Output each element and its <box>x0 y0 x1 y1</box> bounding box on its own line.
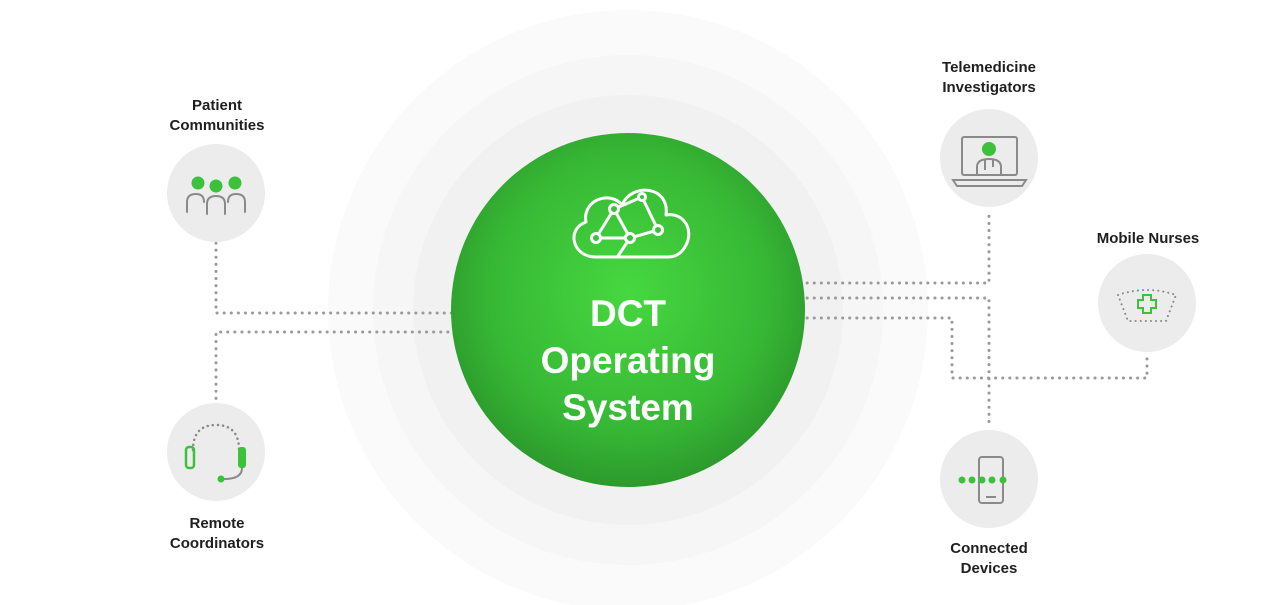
node-circle-patient-communities <box>167 144 265 242</box>
center-circle <box>451 133 805 487</box>
center-title-line1: DCT <box>589 293 667 334</box>
connector-connected-devices <box>798 296 991 430</box>
label-mobile-nurses-line1: Mobile Nurses <box>1096 230 1200 247</box>
smartphone-icon <box>958 456 1007 504</box>
label-remote-coordinators-line1: Remote <box>189 515 245 532</box>
connector-mobile-nurses <box>798 316 1149 380</box>
label-patient-communities-line1: Patient <box>191 97 242 114</box>
connector-telemedicine <box>798 208 991 285</box>
center-title-line3: System <box>562 387 694 428</box>
label-remote-coordinators: Remote Coordinators <box>117 514 317 554</box>
label-telemedicine-investigators: Telemedicine Investigators <box>889 58 1089 98</box>
node-circle-mobile-nurses <box>1098 254 1196 352</box>
connector-patient-communities <box>214 241 457 315</box>
label-mobile-nurses: Mobile Nurses <box>1048 229 1248 249</box>
connectors <box>214 208 1149 430</box>
connector-remote-coordinators <box>214 330 457 402</box>
label-telemedicine-line1: Telemedicine <box>942 59 1036 76</box>
label-patient-communities: Patient Communities <box>117 96 317 136</box>
label-remote-coordinators-line2: Coordinators <box>169 535 265 552</box>
cloud-network-icon <box>572 188 691 259</box>
laptop-doctor-icon <box>951 136 1028 187</box>
label-patient-communities-line2: Communities <box>169 117 265 134</box>
label-connected-devices-line2: Devices <box>960 560 1018 577</box>
headset-icon <box>184 423 246 483</box>
nurse-cap-icon <box>1116 289 1178 322</box>
label-telemedicine-line2: Investigators <box>942 79 1036 96</box>
center-title: DCT Operating System <box>453 290 803 431</box>
center-title-line2: Operating <box>540 340 716 381</box>
people-group-icon <box>186 176 246 215</box>
label-connected-devices: Connected Devices <box>889 539 1089 579</box>
label-connected-devices-line1: Connected <box>950 540 1028 557</box>
node-circle-remote-coordinators <box>167 403 265 501</box>
